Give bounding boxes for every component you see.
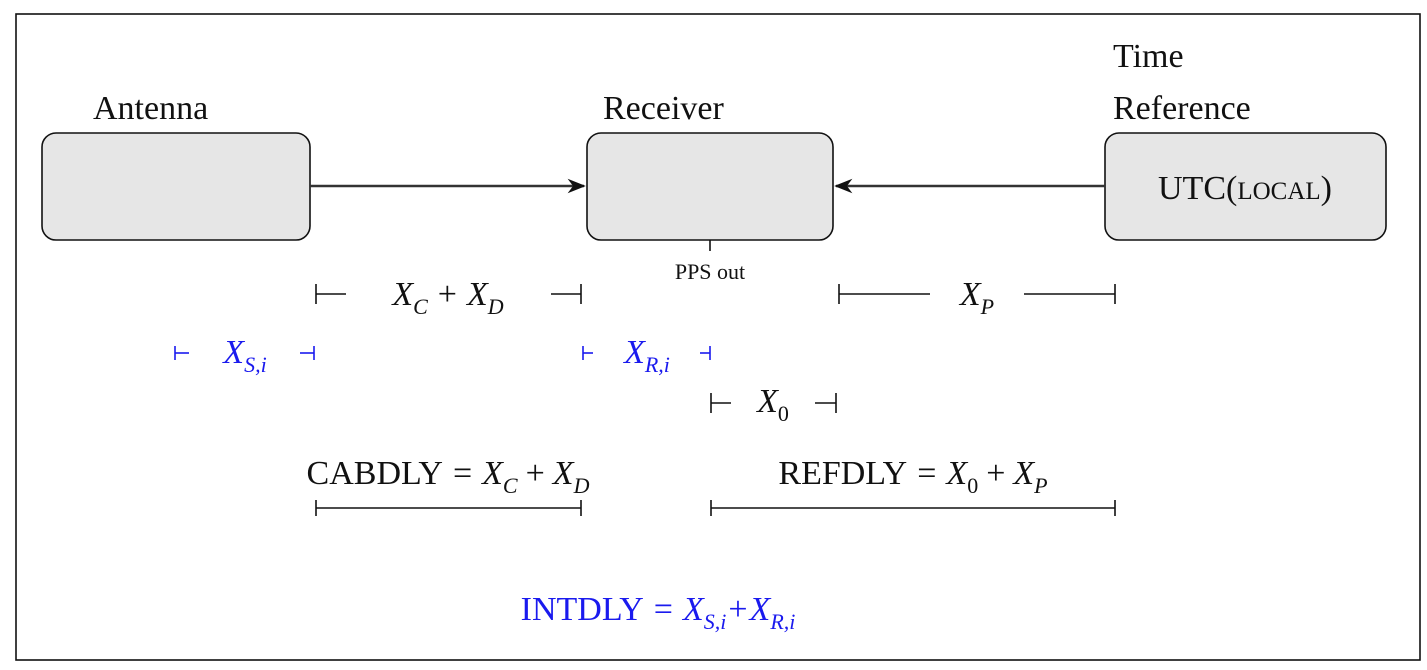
- xsi-label: XS,i: [221, 334, 266, 377]
- xp-label: XP: [958, 276, 994, 319]
- utc-close: ): [1321, 170, 1332, 207]
- time-reference-node: Time Reference UTC(LOCAL): [1104, 38, 1387, 241]
- receiver-box: [586, 132, 834, 241]
- antenna-label: Antenna: [93, 90, 208, 127]
- receiver-node: Receiver PPS out: [586, 90, 834, 284]
- time-reference-label-line2: Reference: [1113, 90, 1251, 127]
- pps-out-label: PPS out: [675, 259, 745, 284]
- xsi-span: XS,i: [174, 334, 315, 377]
- xri-span: XR,i: [582, 334, 711, 377]
- utc-main: UTC(: [1158, 170, 1237, 207]
- xp-span: XP: [838, 276, 1116, 319]
- x0-label: X0: [755, 383, 789, 426]
- refdly-equation: REFDLY=X0+XP: [710, 455, 1116, 516]
- xri-label: XR,i: [622, 334, 670, 377]
- diagram-frame: [15, 13, 1421, 661]
- intdly-text: INTDLY=XS,i+XR,i: [521, 591, 796, 634]
- cabdly-text: CABDLY=XC+XD: [307, 455, 590, 498]
- utc-local-text: UTC(LOCAL): [1158, 170, 1332, 207]
- receiver-label: Receiver: [603, 90, 724, 127]
- refdly-text: REFDLY=X0+XP: [778, 455, 1047, 498]
- xc-xd-span: XC+XD: [315, 276, 582, 319]
- xc-xd-label: XC+XD: [390, 276, 503, 319]
- antenna-node: Antenna: [41, 90, 311, 241]
- cabdly-equation: CABDLY=XC+XD: [307, 455, 590, 516]
- antenna-box: [41, 132, 311, 241]
- intdly-equation: INTDLY=XS,i+XR,i: [521, 591, 796, 634]
- time-reference-label-line1: Time: [1113, 38, 1184, 75]
- utc-smallcaps: LOCAL: [1237, 178, 1320, 205]
- x0-span: X0: [710, 383, 837, 426]
